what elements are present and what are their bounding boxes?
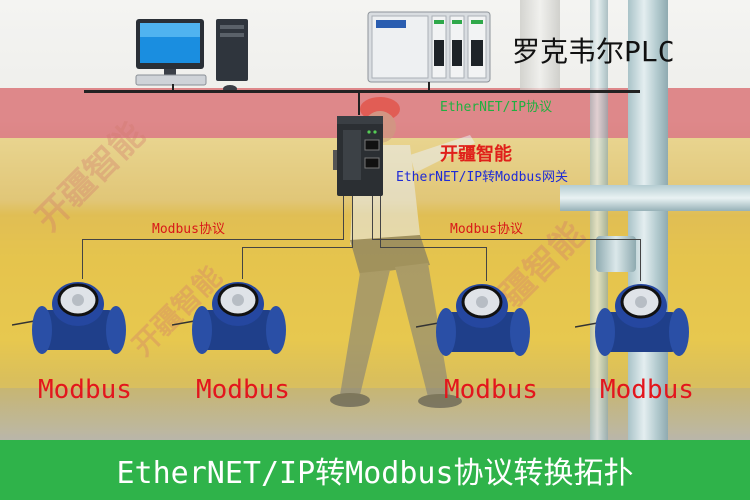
meter-label: Modbus	[600, 375, 694, 405]
modbus-wire-left	[82, 239, 344, 240]
plc-drop-line	[428, 82, 430, 92]
gateway-description-label: EtherNET/IP转Modbus网关	[396, 170, 569, 185]
modbus-wire-right2	[380, 247, 486, 248]
plc-label: 罗克韦尔PLC	[512, 35, 675, 68]
plc-rack-icon	[367, 11, 491, 83]
modbus-wire-left2-drop	[352, 196, 353, 248]
vertical-pipe	[628, 0, 668, 440]
footer-title: EtherNET/IP转Modbus协议转换拓扑	[116, 456, 634, 491]
meter-label: Modbus	[38, 375, 132, 405]
modbus-wire-right	[372, 239, 640, 240]
footer-title-bar: EtherNET/IP转Modbus协议转换拓扑	[0, 440, 750, 500]
modbus-wire-left2	[242, 247, 353, 248]
water-meter-icon	[12, 282, 126, 354]
water-meter-icon	[575, 284, 689, 356]
gateway-device-icon	[333, 116, 383, 196]
modbus-protocol-label-right: Modbus协议	[450, 222, 523, 237]
water-meter-icon	[172, 282, 286, 354]
pc-drop-line	[172, 84, 174, 92]
modbus-wire-meter3	[486, 247, 487, 281]
modbus-wire-right2-drop	[380, 196, 381, 248]
background-pole	[520, 0, 560, 90]
gateway-brand-label: 开疆智能	[440, 144, 512, 165]
pipe-valve	[596, 236, 636, 272]
modbus-wire-right-drop	[372, 196, 373, 240]
ethernet-bus-line	[84, 90, 640, 93]
modbus-wire-meter2	[242, 247, 243, 279]
modbus-wire-meter4	[640, 239, 641, 281]
desktop-computer-icon	[135, 19, 248, 93]
ethernet-protocol-label: EtherNET/IP协议	[440, 100, 553, 115]
modbus-wire-left-drop	[343, 196, 344, 240]
water-meter-icon	[416, 284, 530, 356]
gateway-drop-line	[358, 90, 360, 115]
modbus-protocol-label-left: Modbus协议	[152, 222, 225, 237]
meter-label: Modbus	[444, 375, 538, 405]
modbus-wire-meter1	[82, 239, 83, 279]
meter-label: Modbus	[196, 375, 290, 405]
horizontal-pipe	[560, 185, 750, 211]
